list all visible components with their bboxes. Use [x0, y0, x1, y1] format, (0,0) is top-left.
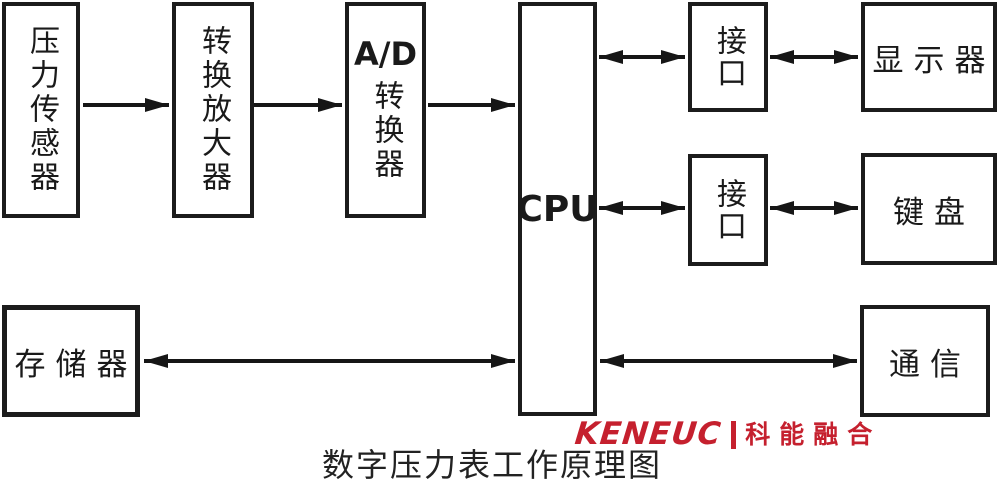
- box-interface-keyboard: 接口: [688, 154, 768, 266]
- communication-label: 通信: [889, 346, 971, 383]
- interface-display-label: 接口: [711, 25, 746, 89]
- brand-logo-divider: [731, 420, 737, 449]
- memory-label: 存储器: [14, 346, 138, 383]
- box-display: 显示器: [861, 2, 997, 112]
- conversion-amplifier-label: 转换放大器: [196, 25, 231, 195]
- brand-logo: KENEUC 科能融合: [573, 416, 872, 452]
- brand-logo-chinese: 科能融合: [745, 420, 882, 449]
- box-conversion-amplifier: 转换放大器: [172, 2, 254, 218]
- keyboard-label: 键盘: [893, 194, 975, 231]
- box-cpu: CPU: [516, 2, 599, 416]
- box-pressure-sensor: 压力传感器: [2, 2, 80, 218]
- diagram-caption: 数字压力表工作原理图: [322, 446, 663, 484]
- cpu-label: CPU: [516, 188, 599, 230]
- box-communication: 通信: [860, 305, 990, 417]
- box-keyboard: 键盘: [861, 153, 997, 265]
- interface-keyboard-label: 接口: [711, 178, 746, 242]
- display-label: 显示器: [872, 42, 996, 79]
- pressure-sensor-label: 压力传感器: [24, 25, 59, 195]
- box-interface-display: 接口: [688, 2, 768, 112]
- brand-logo-latin: KENEUC: [573, 416, 724, 452]
- ad-label: A/D: [353, 35, 417, 73]
- box-memory: 存储器: [2, 305, 140, 417]
- box-ad-converter: A/D 转换器: [345, 2, 426, 218]
- ad-converter-label: 转换器: [368, 80, 404, 182]
